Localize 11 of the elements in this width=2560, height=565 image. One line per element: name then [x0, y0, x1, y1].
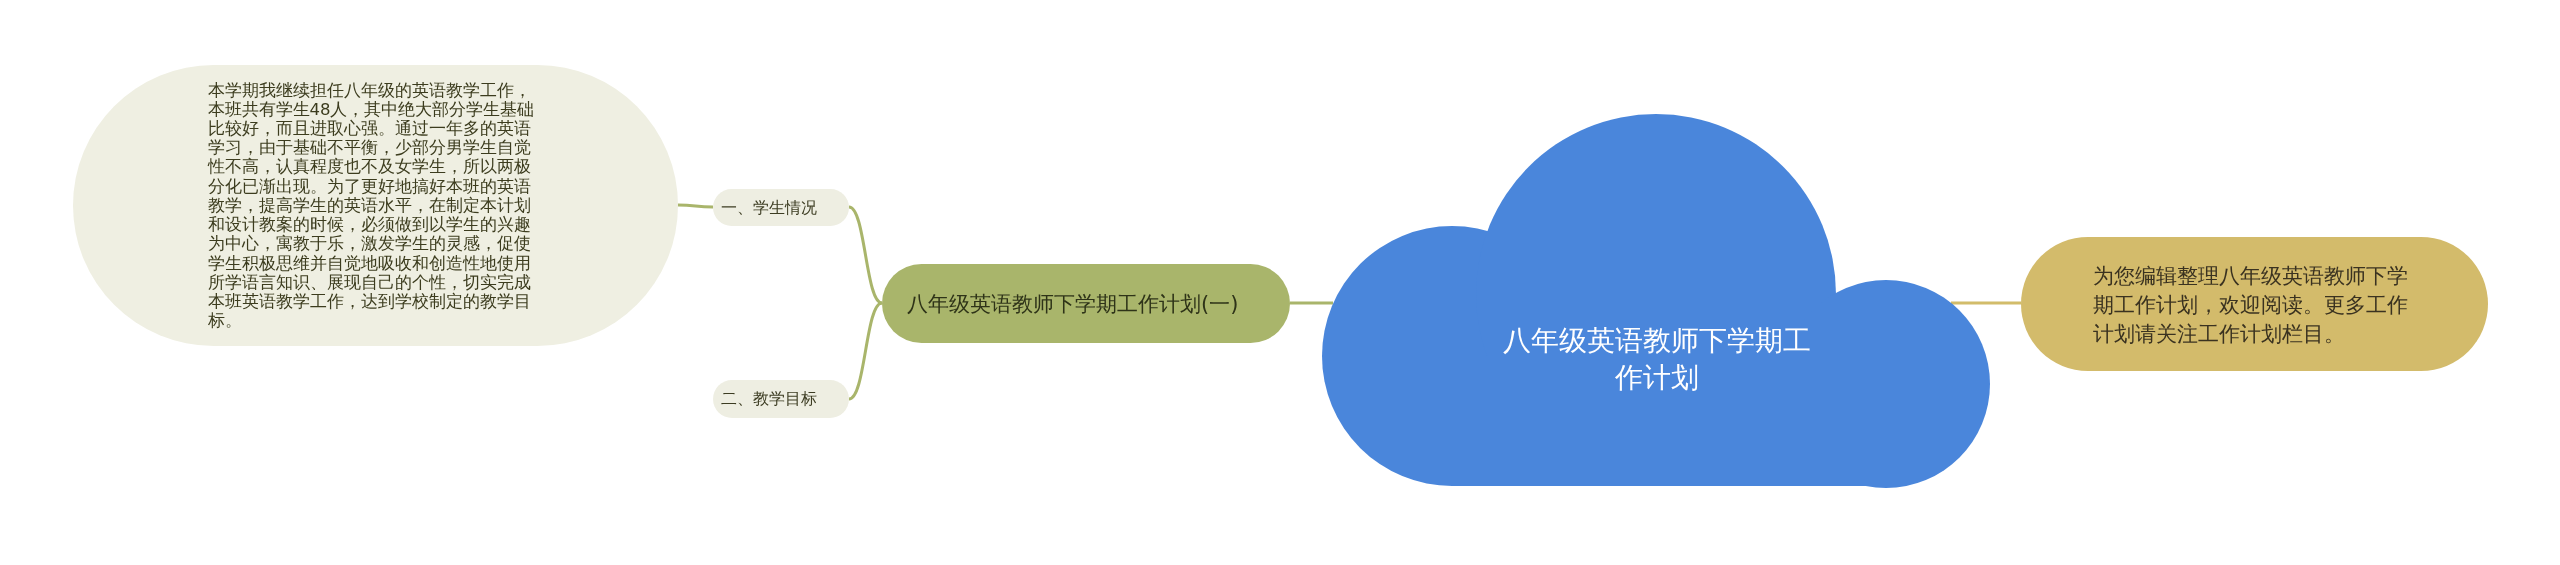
subtopic-pill: 二、教学目标 — [713, 380, 849, 418]
connector-line — [678, 203, 713, 209]
connector-line — [848, 205, 883, 305]
connector-line — [1951, 301, 2021, 305]
topic-title: 八年级英语教师下学期工作计划 — [1502, 323, 1812, 396]
branch-pill: 八年级英语教师下学期工作计划(一) — [882, 264, 1290, 343]
connector-line — [1290, 301, 1333, 305]
subtopic-pill: 一、学生情况 — [713, 189, 849, 226]
note-bubble: 本学期我继续担任八年级的英语教学工作，本班共有学生48人，其中绝大部分学生基础比较好，而且进取心强。通过一年多的英语学习，由于基础不平衡，少部分男学生自觉性不高，认真程度也不及女学生，所以两极分化已渐出现。为了更好地搞好本班的英语教学，提高学生的英语水平，在制定本计划和设计教案的时候，必须做到以学生的兴趣为中心，寓教于乐，激发学生的灵感，促使学生积极思维并自觉地吸收和创造性地使用所学语言知识、展现自己的个性，切实完成本班英语教学工作，达到学校制定的教学目标。 — [73, 65, 678, 346]
connector-line — [848, 301, 883, 401]
note-bubble: 为您编辑整理八年级英语教师下学期工作计划，欢迎阅读。更多工作计划请关注工作计划栏目。 — [2021, 237, 2488, 371]
